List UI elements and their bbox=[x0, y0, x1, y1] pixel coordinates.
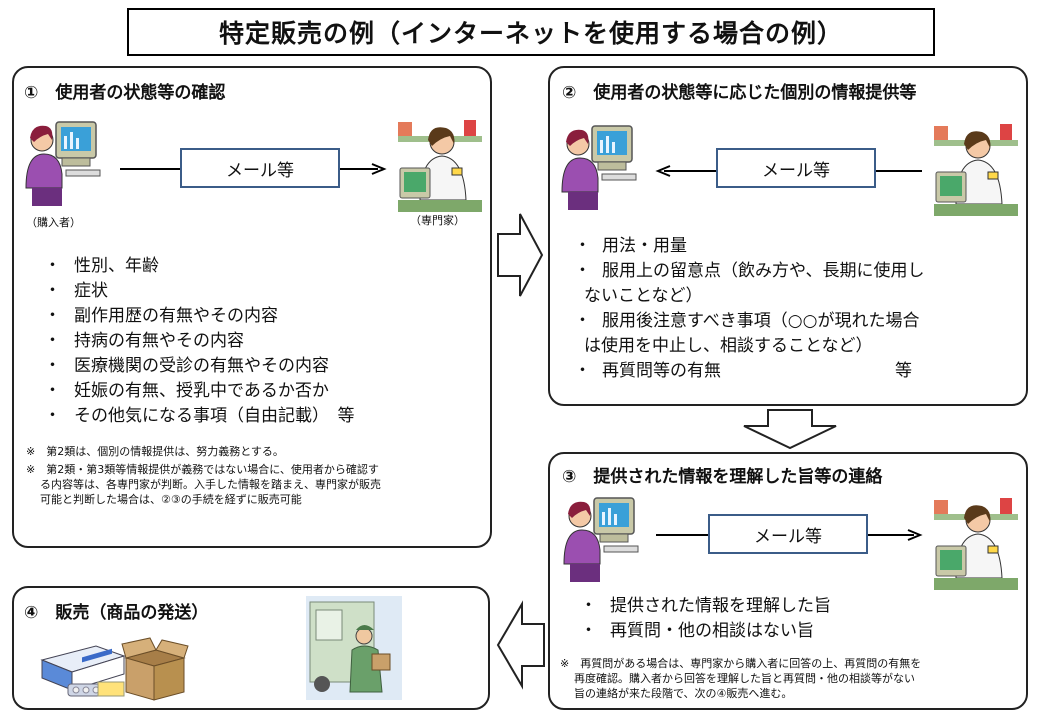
note-line: ※ 第2類は、個別の情報提供は、努力義務とする。 bbox=[26, 445, 284, 458]
panel4-title: ④ 販売（商品の発送） bbox=[24, 603, 209, 623]
panel1-title: ① 使用者の状態等の確認 bbox=[24, 83, 226, 103]
buyer-at-computer-illustration bbox=[25, 121, 101, 206]
check-item: その他気になる事項（自由記載） 等 bbox=[44, 404, 355, 429]
info-item-suffix: 等 bbox=[895, 361, 912, 381]
note-line: 再度確認。購入者から回答を理解した旨と再質問・他の相談等がない bbox=[574, 672, 915, 685]
panel2-title: ② 使用者の状態等に応じた個別の情報提供等 bbox=[562, 83, 917, 103]
confirmation-item: 再質問・他の相談はない旨 bbox=[580, 619, 831, 644]
confirmation-item: 提供された情報を理解した旨 bbox=[580, 594, 831, 619]
info-item-continuation: は使用を中止し、相談することなど） bbox=[584, 336, 873, 356]
check-item: 医療機関の受診の有無やその内容 bbox=[44, 354, 355, 379]
buyer-caption: （購入者） bbox=[26, 216, 81, 229]
check-item: 症状 bbox=[44, 279, 355, 304]
info-items-list: ・用法・用量 ・服用上の留意点（飲み方や、長期に使用し ないことなど） ・服用後… bbox=[574, 234, 925, 384]
note-line: る内容等は、各専門家が判断。入手した情報を踏まえ、専門家が販売 bbox=[40, 478, 381, 491]
info-item: ・用法・用量 bbox=[574, 236, 687, 256]
expert-pharmacist-illustration bbox=[934, 498, 1018, 590]
panel1-notes: ※ 第2類は、個別の情報提供は、努力義務とする。 ※ 第2類・第3類等情報提供が… bbox=[26, 444, 381, 507]
check-item: 持病の有無やその内容 bbox=[44, 329, 355, 354]
info-item-text: 用法・用量 bbox=[602, 236, 687, 256]
flow-arrow-down bbox=[743, 409, 837, 450]
expert-caption: （専門家） bbox=[410, 214, 465, 227]
check-item: 副作用歴の有無やその内容 bbox=[44, 304, 355, 329]
confirmation-items-list: 提供された情報を理解した旨 再質問・他の相談はない旨 bbox=[580, 594, 831, 644]
note-line: ※ 再質問がある場合は、専門家から購入者に回答の上、再質問の有無を bbox=[560, 657, 922, 670]
cardboard-box-illustration bbox=[121, 637, 189, 701]
check-item: 妊娠の有無、授乳中であるか否か bbox=[44, 379, 355, 404]
buyer-at-computer-illustration bbox=[561, 125, 637, 210]
info-item: ・服用後注意すべき事項（○○が現れた場合 bbox=[574, 311, 920, 331]
note-line: 可能と判断した場合は、②③の手続を経ずに販売可能 bbox=[40, 493, 302, 506]
info-item-continuation: ないことなど） bbox=[584, 286, 703, 306]
info-item-text: 服用上の留意点（飲み方や、長期に使用し bbox=[602, 261, 925, 281]
mail-label-box: メール等 bbox=[180, 148, 340, 188]
info-item-text: 再質問等の有無 bbox=[602, 361, 721, 381]
mail-label-box: メール等 bbox=[716, 148, 876, 188]
medicine-package-illustration bbox=[40, 645, 126, 697]
panel3-title: ③ 提供された情報を理解した旨等の連絡 bbox=[562, 467, 883, 487]
note-line: ※ 第2類・第3類等情報提供が義務ではない場合に、使用者から確認す bbox=[26, 463, 379, 476]
expert-pharmacist-illustration bbox=[398, 120, 482, 212]
info-item: ・再質問等の有無等 bbox=[574, 361, 912, 381]
mail-label-box: メール等 bbox=[708, 514, 868, 554]
page-title: 特定販売の例（インターネットを使用する場合の例） bbox=[127, 8, 935, 56]
buyer-at-computer-illustration bbox=[563, 497, 639, 582]
info-item: ・服用上の留意点（飲み方や、長期に使用し bbox=[574, 261, 925, 281]
expert-pharmacist-illustration bbox=[934, 124, 1018, 216]
flow-arrow-right bbox=[497, 213, 544, 297]
flow-arrow-left bbox=[496, 600, 545, 690]
check-item: 性別、年齢 bbox=[44, 254, 355, 279]
check-items-list: 性別、年齢 症状 副作用歴の有無やその内容 持病の有無やその内容 医療機関の受診… bbox=[44, 254, 355, 429]
info-item-text: 服用後注意すべき事項（○○が現れた場合 bbox=[602, 311, 920, 331]
note-line: 旨の連絡が来た段階で、次の④販売へ進む。 bbox=[574, 687, 793, 700]
delivery-truck-illustration bbox=[306, 596, 402, 700]
panel3-notes: ※ 再質問がある場合は、専門家から購入者に回答の上、再質問の有無を 再度確認。購… bbox=[560, 656, 921, 701]
panel-individual-information bbox=[548, 66, 1028, 406]
